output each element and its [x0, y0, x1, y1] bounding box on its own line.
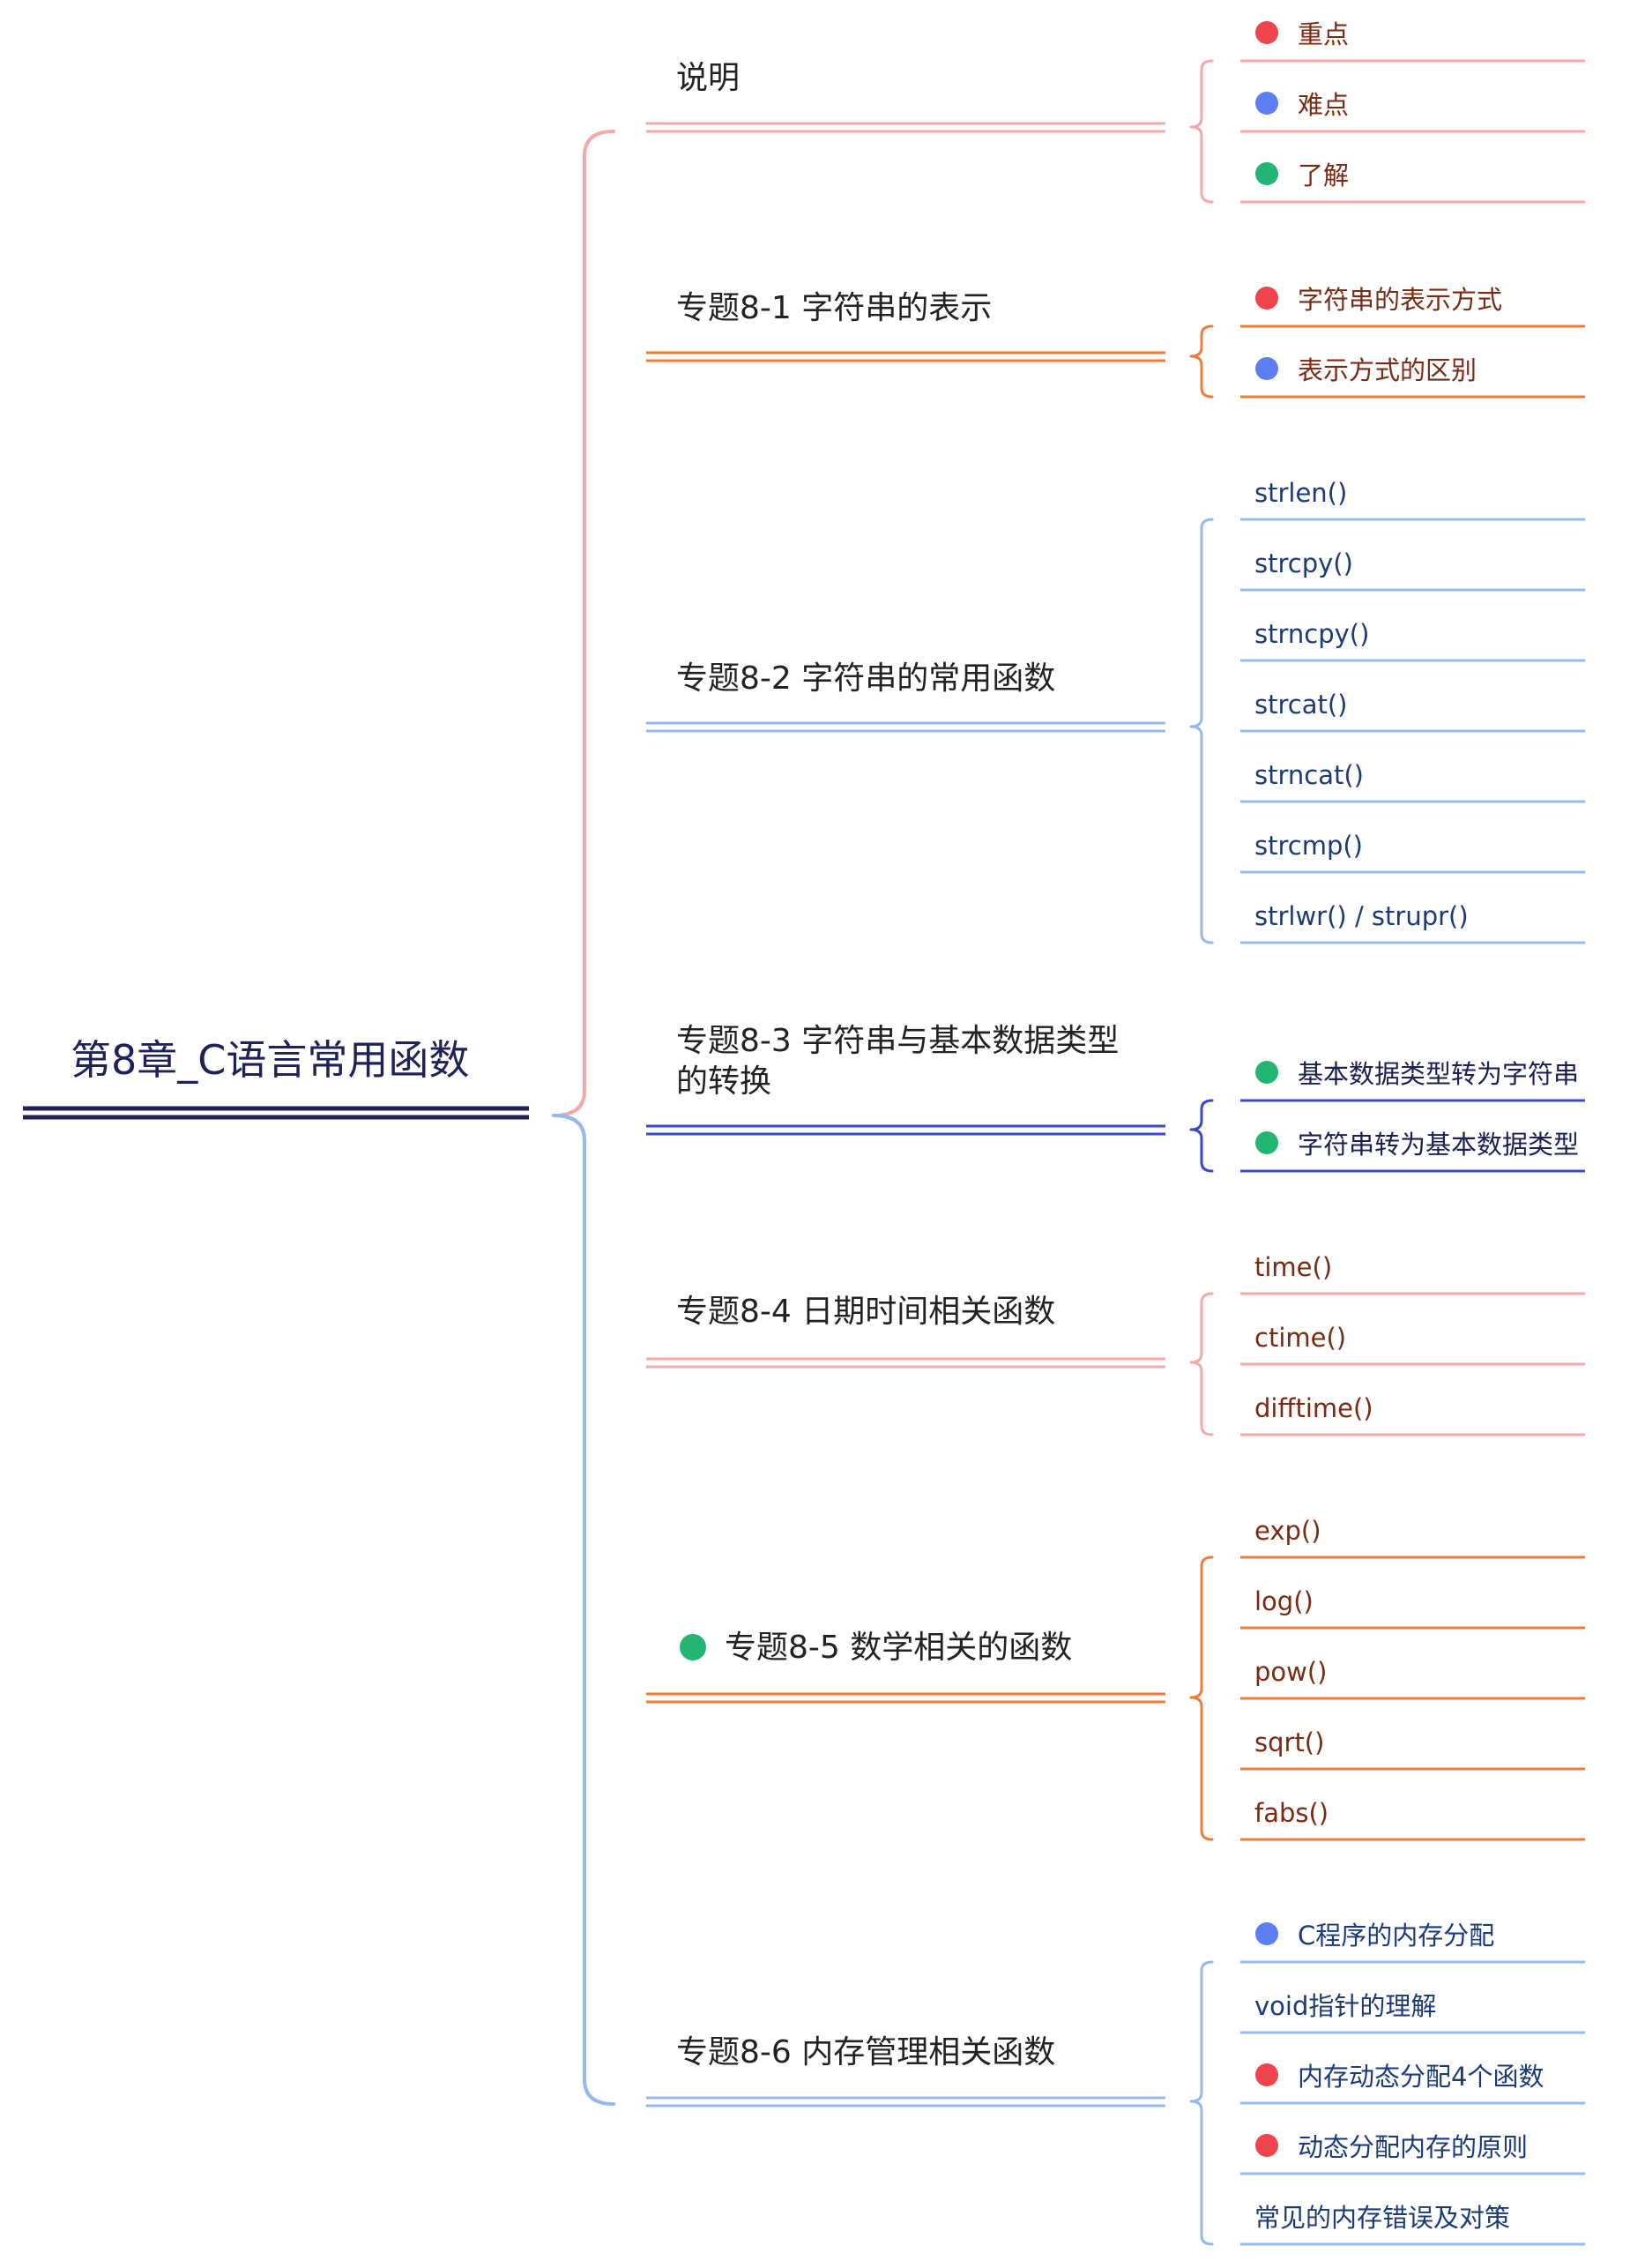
- leaf-label: time(): [1254, 1252, 1332, 1282]
- topic-label-cont: 的转换: [676, 1063, 771, 1100]
- leaf-status-dot: [1255, 1061, 1278, 1084]
- root-title: 第8章_C语言常用函数: [71, 1036, 469, 1084]
- topic-brace: [1189, 59, 1214, 204]
- leaf-label: strlwr() / strupr(): [1254, 901, 1469, 931]
- leaf-label: fabs(): [1254, 1798, 1329, 1828]
- leaf-label: pow(): [1254, 1657, 1328, 1687]
- leaf-label: ctime(): [1254, 1323, 1346, 1353]
- topic-label: 专题8-2 字符串的常用函数: [676, 660, 1055, 697]
- leaf-status-dot: [1255, 287, 1278, 310]
- leaf-label: strcmp(): [1254, 831, 1363, 861]
- leaf-label: 了解: [1298, 160, 1349, 190]
- topic-status-dot: [680, 1634, 706, 1660]
- topic-brace: [1189, 518, 1214, 944]
- topic-label: 专题8-4 日期时间相关函数: [676, 1294, 1055, 1330]
- trunk-upper: [552, 130, 615, 1117]
- leaf-label: difftime(): [1254, 1393, 1373, 1423]
- leaf-label: strcat(): [1254, 690, 1347, 720]
- leaf-label: 字符串转为基本数据类型: [1298, 1130, 1579, 1160]
- leaf-status-dot: [1255, 1922, 1278, 1945]
- leaf-label: 表示方式的区别: [1298, 355, 1477, 385]
- leaf-label: exp(): [1254, 1516, 1321, 1546]
- leaf-status-dot: [1255, 357, 1278, 380]
- leaf-label: 难点: [1298, 90, 1349, 120]
- leaf-label: 重点: [1298, 19, 1349, 49]
- leaf-label: 动态分配内存的原则: [1298, 2132, 1528, 2162]
- leaf-status-dot: [1255, 2134, 1278, 2157]
- leaf-status-dot: [1255, 92, 1278, 115]
- leaf-label: strncat(): [1254, 760, 1364, 790]
- topic-label: 专题8-5 数学相关的函数: [725, 1630, 1072, 1666]
- leaf-label: 字符串的表示方式: [1298, 285, 1502, 315]
- leaf-status-dot: [1255, 162, 1278, 185]
- leaf-label: sqrt(): [1254, 1727, 1324, 1757]
- topic-brace: [1189, 1292, 1214, 1436]
- leaf-label: 内存动态分配4个函数: [1298, 2062, 1544, 2092]
- leaf-label: 基本数据类型转为字符串: [1298, 1059, 1579, 1089]
- leaf-label: 常见的内存错误及对策: [1254, 2203, 1510, 2233]
- leaf-status-dot: [1255, 21, 1278, 44]
- leaf-label: strcpy(): [1254, 548, 1353, 578]
- topic-brace: [1189, 1960, 1214, 2246]
- leaf-label: strncpy(): [1254, 619, 1369, 649]
- trunk-lower: [552, 1114, 615, 2106]
- leaf-label: strlen(): [1254, 478, 1347, 508]
- topic-brace: [1189, 325, 1214, 399]
- leaf-label: C程序的内存分配: [1298, 1921, 1494, 1951]
- topic-label: 说明: [676, 60, 740, 96]
- topic-brace: [1189, 1556, 1214, 1841]
- leaf-status-dot: [1255, 2063, 1278, 2086]
- topic-label: 专题8-6 内存管理相关函数: [676, 2034, 1055, 2070]
- leaf-label: void指针的理解: [1254, 1991, 1436, 2021]
- leaf-label: log(): [1254, 1586, 1314, 1616]
- topic-brace: [1189, 1099, 1214, 1173]
- leaf-status-dot: [1255, 1131, 1278, 1154]
- topic-label: 专题8-3 字符串与基本数据类型: [676, 1023, 1119, 1059]
- topic-label: 专题8-1 字符串的表示: [676, 290, 992, 326]
